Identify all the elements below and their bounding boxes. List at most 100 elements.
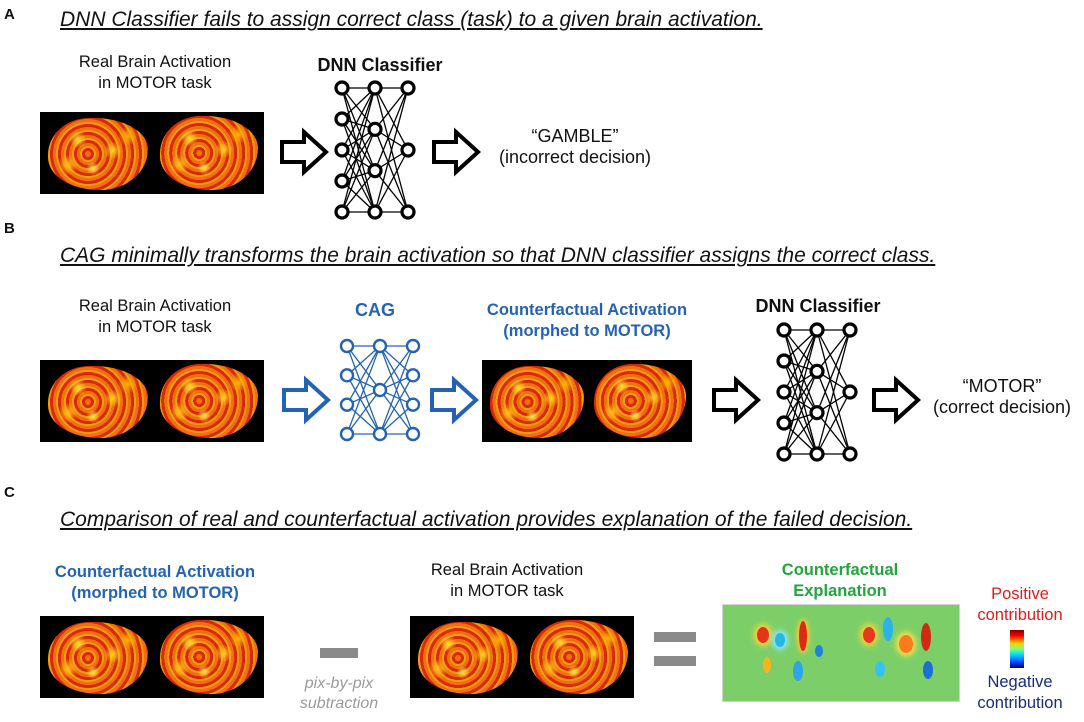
network-node <box>334 111 350 127</box>
network-node <box>405 338 421 354</box>
network-connection <box>783 329 818 393</box>
network-node <box>809 446 825 462</box>
panel-c-heading: Comparison of real and counterfactual ac… <box>60 508 913 531</box>
negative-contribution-label: Negative contribution <box>977 673 1063 712</box>
colorbar <box>1010 630 1024 668</box>
network-connection <box>374 87 409 213</box>
network-node <box>367 121 383 137</box>
network-node <box>339 368 355 383</box>
network-connection <box>379 389 414 435</box>
network-connection <box>346 345 381 435</box>
panel-b-classifier-label: DNN Classifier <box>755 296 881 316</box>
network-connection <box>379 375 414 435</box>
network-connection <box>379 345 414 435</box>
network-connection <box>816 371 851 455</box>
panel-a-input-label: Real Brain Activation in MOTOR task <box>78 53 232 92</box>
network-node <box>842 384 858 400</box>
network-node <box>334 173 350 189</box>
network-connection <box>379 345 414 405</box>
network-connection <box>374 87 409 130</box>
panel-b-cag-network <box>339 338 421 442</box>
network-connection <box>816 391 851 455</box>
network-node <box>776 446 792 462</box>
panel-letter-c: C <box>4 484 15 501</box>
network-connection <box>783 329 818 455</box>
network-connection <box>379 345 414 391</box>
network-connection <box>379 345 414 376</box>
network-node <box>372 382 388 398</box>
panel-letter-a: A <box>4 6 15 23</box>
network-connection <box>346 345 381 376</box>
network-connection <box>374 170 409 213</box>
network-connection <box>341 118 376 172</box>
network-node <box>776 415 792 431</box>
network-node <box>339 397 355 412</box>
network-connection <box>783 391 818 455</box>
panel-b-arrow-4 <box>872 375 921 425</box>
network-node <box>334 204 350 220</box>
panel-a-output: “GAMBLE” (incorrect decision) <box>498 126 652 167</box>
network-connection <box>341 129 376 213</box>
panel-b-dnn-classifier-network <box>776 322 858 462</box>
network-connection <box>341 170 376 213</box>
panel-b-output: “MOTOR” (correct decision) <box>932 376 1072 417</box>
network-node <box>339 426 355 442</box>
panel-a-heading: DNN Classifier fails to assign correct c… <box>60 8 763 31</box>
network-connection <box>374 129 409 213</box>
network-connection <box>346 345 381 391</box>
panel-a-dnn-classifier-network <box>334 80 416 220</box>
network-connection <box>374 87 409 171</box>
network-connection <box>341 118 376 213</box>
network-connection <box>816 329 851 372</box>
panel-a-real-brain-image <box>40 112 264 194</box>
network-connection <box>374 87 409 151</box>
panel-b-real-brain-image <box>40 360 264 442</box>
minus-sign <box>320 648 358 658</box>
network-node <box>367 80 383 96</box>
panel-c-counterfactual-brain-image <box>40 616 264 698</box>
network-connection <box>783 370 818 424</box>
network-connection <box>346 345 381 405</box>
network-node <box>405 397 421 412</box>
network-connection <box>783 329 818 413</box>
panel-b-arrow-1 <box>282 375 331 425</box>
positive-contribution-label: Positive contribution <box>977 585 1063 624</box>
panel-c-real-brain-image <box>410 616 634 698</box>
network-node <box>809 363 825 379</box>
network-connection <box>341 87 376 182</box>
network-connection <box>341 87 376 213</box>
network-node <box>776 384 792 400</box>
network-node <box>776 322 792 338</box>
counterfactual-explanation-map <box>722 604 960 702</box>
network-node <box>809 405 825 421</box>
network-connection <box>341 87 376 130</box>
panel-b-input-label: Real Brain Activation in MOTOR task <box>78 297 232 336</box>
network-node <box>405 368 421 383</box>
network-connection <box>374 149 409 213</box>
network-connection <box>346 375 381 435</box>
network-node <box>809 322 825 338</box>
panel-b-counterfactual-brain-image <box>482 360 692 442</box>
network-connection <box>341 87 376 151</box>
network-connection <box>783 371 818 455</box>
network-connection <box>783 412 818 455</box>
network-connection <box>816 329 851 413</box>
network-connection <box>816 329 851 455</box>
network-node <box>776 353 792 369</box>
network-node <box>842 322 858 338</box>
panel-b-cag-label: CAG <box>355 300 395 320</box>
network-node <box>400 80 416 96</box>
network-node <box>367 204 383 220</box>
network-connection <box>346 389 381 435</box>
equals-sign-bottom-bar <box>654 656 696 666</box>
panel-a-arrow-1 <box>280 127 329 177</box>
network-connection <box>816 329 851 393</box>
panel-a-arrow-2 <box>432 127 481 177</box>
network-connection <box>346 404 381 435</box>
panel-letter-b: B <box>4 220 15 237</box>
network-node <box>372 426 388 442</box>
network-connection <box>783 360 818 455</box>
network-connection <box>379 404 414 435</box>
network-connection <box>341 87 376 171</box>
panel-b-arrow-3 <box>712 375 761 425</box>
